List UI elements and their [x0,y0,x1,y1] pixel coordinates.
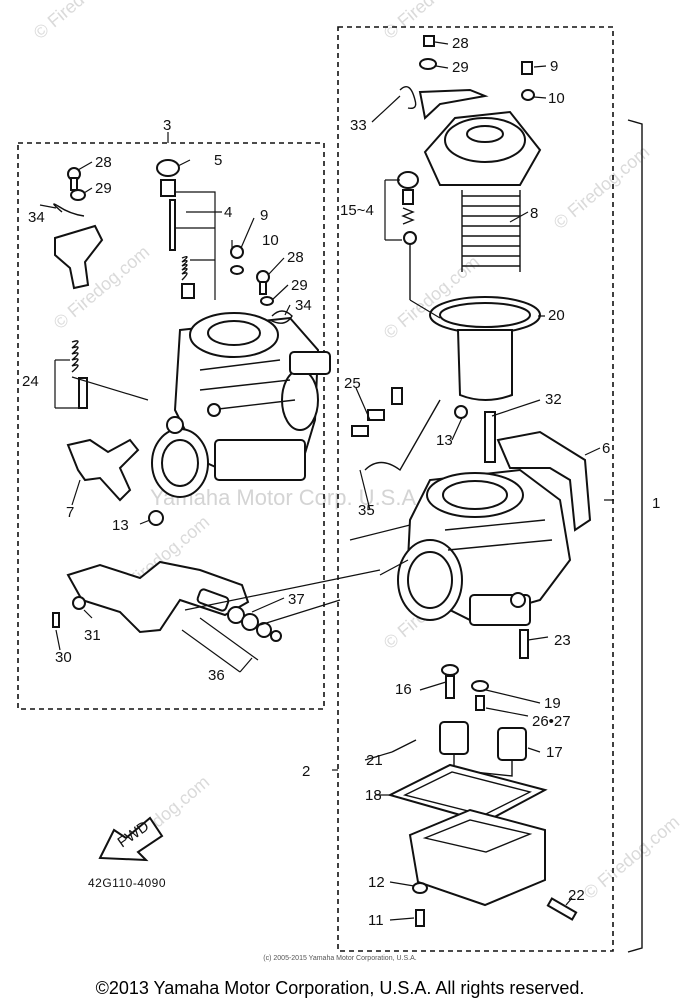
label-29b: 29 [291,277,308,294]
label-10a: 10 [262,232,279,249]
right-small-parts [351,387,529,753]
label-28a: 28 [95,154,112,171]
label-3: 3 [163,117,171,134]
label-36: 36 [208,667,225,684]
label-16: 16 [395,681,412,698]
label-17: 17 [546,744,563,761]
label-28c: 28 [452,35,469,52]
label-23: 23 [554,632,571,649]
left-small-parts [52,167,293,628]
label-6: 6 [602,440,610,457]
label-35: 35 [358,502,375,519]
label-32: 32 [545,391,562,408]
left-linkage-36-37 [181,588,285,673]
right-float-17 [439,721,527,777]
label-2: 2 [302,763,310,780]
label-21: 21 [366,752,383,769]
label-28b: 28 [287,249,304,266]
label-9a: 9 [260,207,268,224]
right-spring-8 [461,190,521,272]
watermark-firedog-low-right: © Firedog.com [580,812,680,903]
right-diaphragm-piston-20 [429,296,541,401]
label-7: 7 [66,504,74,521]
right-gasket-18 [387,763,548,824]
label-15: 15~4 [340,202,374,219]
label-31: 31 [84,627,101,644]
watermark-firedog-top: © Firedog.com [30,0,133,43]
fwd-arrow-icon: FWD [98,816,164,862]
copyright-small: (c) 2005-2015 Yamaha Motor Corporation, … [263,955,417,962]
group-box-2 [337,26,614,952]
label-18: 18 [365,787,382,804]
right-needle-15 [384,171,441,319]
label-12: 12 [368,874,385,891]
bracket-1 [627,119,643,953]
left-spring-24 [54,340,88,409]
label-13b: 13 [436,432,453,449]
label-13a: 13 [112,517,129,534]
label-4: 4 [224,204,232,221]
connection-lines [184,524,411,626]
watermark-firedog-right: © Firedog.com [550,142,653,233]
right-float-bowl [408,808,578,927]
label-9b: 9 [550,58,558,75]
label-20: 20 [548,307,565,324]
copyright: ©2013 Yamaha Motor Corporation, U.S.A. A… [95,978,585,998]
label-11: 11 [368,912,384,929]
label-29a: 29 [95,180,112,197]
right-top-cover [399,35,542,186]
label-37: 37 [288,591,305,608]
label-34b: 34 [295,297,312,314]
label-19: 19 [544,695,561,712]
right-bracket-6 [496,430,592,532]
label-5: 5 [214,152,222,169]
left-carburetor-body [151,312,331,498]
label-8: 8 [530,205,538,222]
part-number: 42G110-4090 [88,876,167,890]
label-1: 1 [652,495,660,512]
callout-labels: 1 2 3 4 5 6 7 8 9 9 10 10 11 12 13 13 15… [22,35,660,929]
label-25: 25 [344,375,361,392]
label-26-27: 26•27 [532,713,571,730]
label-10b: 10 [548,90,565,107]
left-throttle-bracket [66,438,140,502]
label-29c: 29 [452,59,469,76]
group-box-3 [17,142,325,710]
right-carburetor-body [397,468,572,626]
left-needle-assembly-4 [156,159,216,300]
label-33: 33 [350,117,367,134]
label-30: 30 [55,649,72,666]
label-22: 22 [568,887,585,904]
label-34a: 34 [28,209,45,226]
label-24: 24 [22,373,39,390]
